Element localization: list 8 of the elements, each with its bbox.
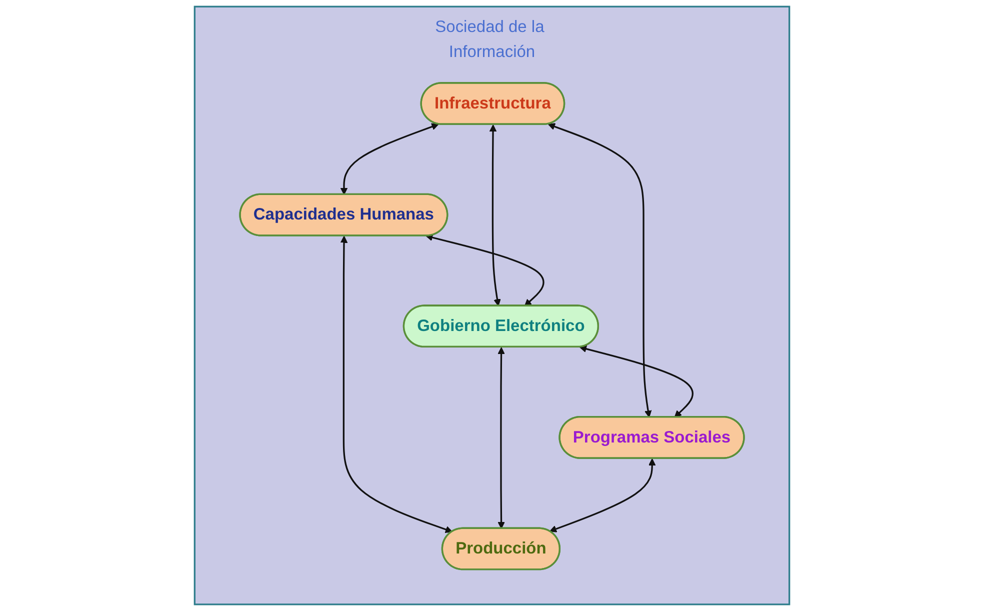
arrow [548,123,652,418]
arrow [579,345,694,418]
arrow [489,124,501,306]
arrow [340,236,452,533]
arrow [426,234,544,306]
arrow [498,347,505,529]
arrow [340,123,439,195]
arrow [549,458,656,532]
